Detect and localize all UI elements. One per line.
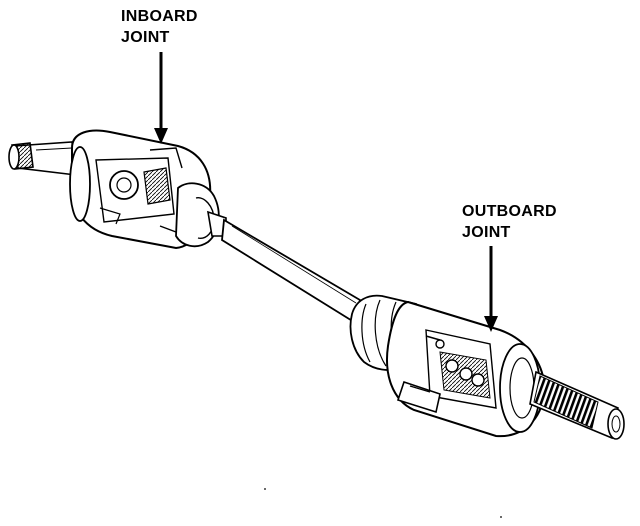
inboard-label-line2: JOINT <box>121 29 170 46</box>
outboard-spindle <box>529 370 625 440</box>
outboard-joint-label: OUTBOARD JOINT <box>462 201 557 243</box>
outboard-label-line2: JOINT <box>462 224 511 241</box>
inboard-stub-shaft <box>8 141 77 176</box>
inboard-joint-label: INBOARD JOINT <box>121 6 198 48</box>
axle-shaft <box>221 218 362 324</box>
outboard-joint <box>349 294 546 438</box>
outboard-label-line1: OUTBOARD <box>462 203 557 220</box>
arrow-down-icon <box>154 52 168 144</box>
inboard-joint <box>69 129 227 250</box>
arrow-down-icon <box>484 246 498 332</box>
inboard-label-line1: INBOARD <box>121 8 198 25</box>
